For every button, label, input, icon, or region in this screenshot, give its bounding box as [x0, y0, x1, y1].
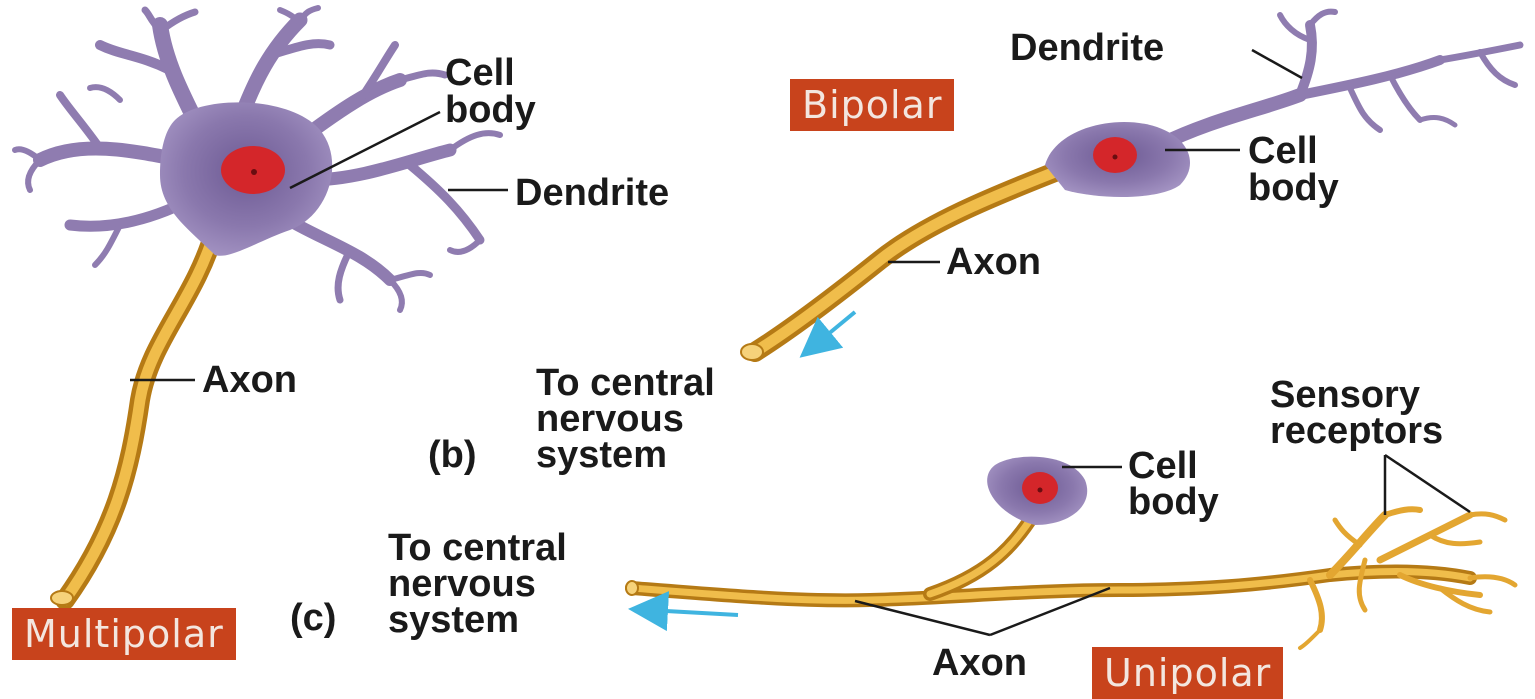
unipolar-panel-letter: (c)	[290, 600, 336, 636]
unipolar-cns-label-line1: To central	[388, 530, 567, 566]
unipolar-sensory-label-line2: receptors	[1270, 413, 1443, 449]
bipolar-axon-label: Axon	[946, 244, 1041, 280]
multipolar-dendrite-label: Dendrite	[515, 175, 669, 211]
bipolar-dendrites	[1160, 12, 1520, 145]
bipolar-cns-label-line2: nervous	[536, 401, 684, 437]
unipolar-cns-label-line3: system	[388, 602, 519, 638]
bipolar-cell-body-label-line2: body	[1248, 170, 1339, 206]
unipolar-neuron	[626, 457, 1515, 648]
unipolar-type-badge: Unipolar	[1092, 647, 1283, 699]
unipolar-cns-label-line2: nervous	[388, 566, 536, 602]
multipolar-cell-body-label-line1: Cell	[445, 55, 515, 91]
bipolar-type-badge: Bipolar	[790, 79, 954, 131]
unipolar-cns-arrow	[648, 610, 738, 615]
multipolar-axon-label: Axon	[202, 362, 297, 398]
unipolar-cell-body-label-line1: Cell	[1128, 448, 1198, 484]
bipolar-dendrite-label: Dendrite	[1010, 30, 1164, 66]
unipolar-axon-label: Axon	[932, 645, 1027, 681]
multipolar-neuron	[15, 8, 500, 605]
bipolar-panel-letter: (b)	[428, 437, 477, 473]
bipolar-cns-label-line3: system	[536, 437, 667, 473]
unipolar-sensory-label-line1: Sensory	[1270, 377, 1420, 413]
unipolar-cell-body-label-line2: body	[1128, 484, 1219, 520]
bipolar-cns-label-line1: To central	[536, 365, 715, 401]
multipolar-cell-body-label-line2: body	[445, 92, 536, 128]
bipolar-cell-body-label-line1: Cell	[1248, 133, 1318, 169]
multipolar-type-badge: Multipolar	[12, 608, 236, 660]
